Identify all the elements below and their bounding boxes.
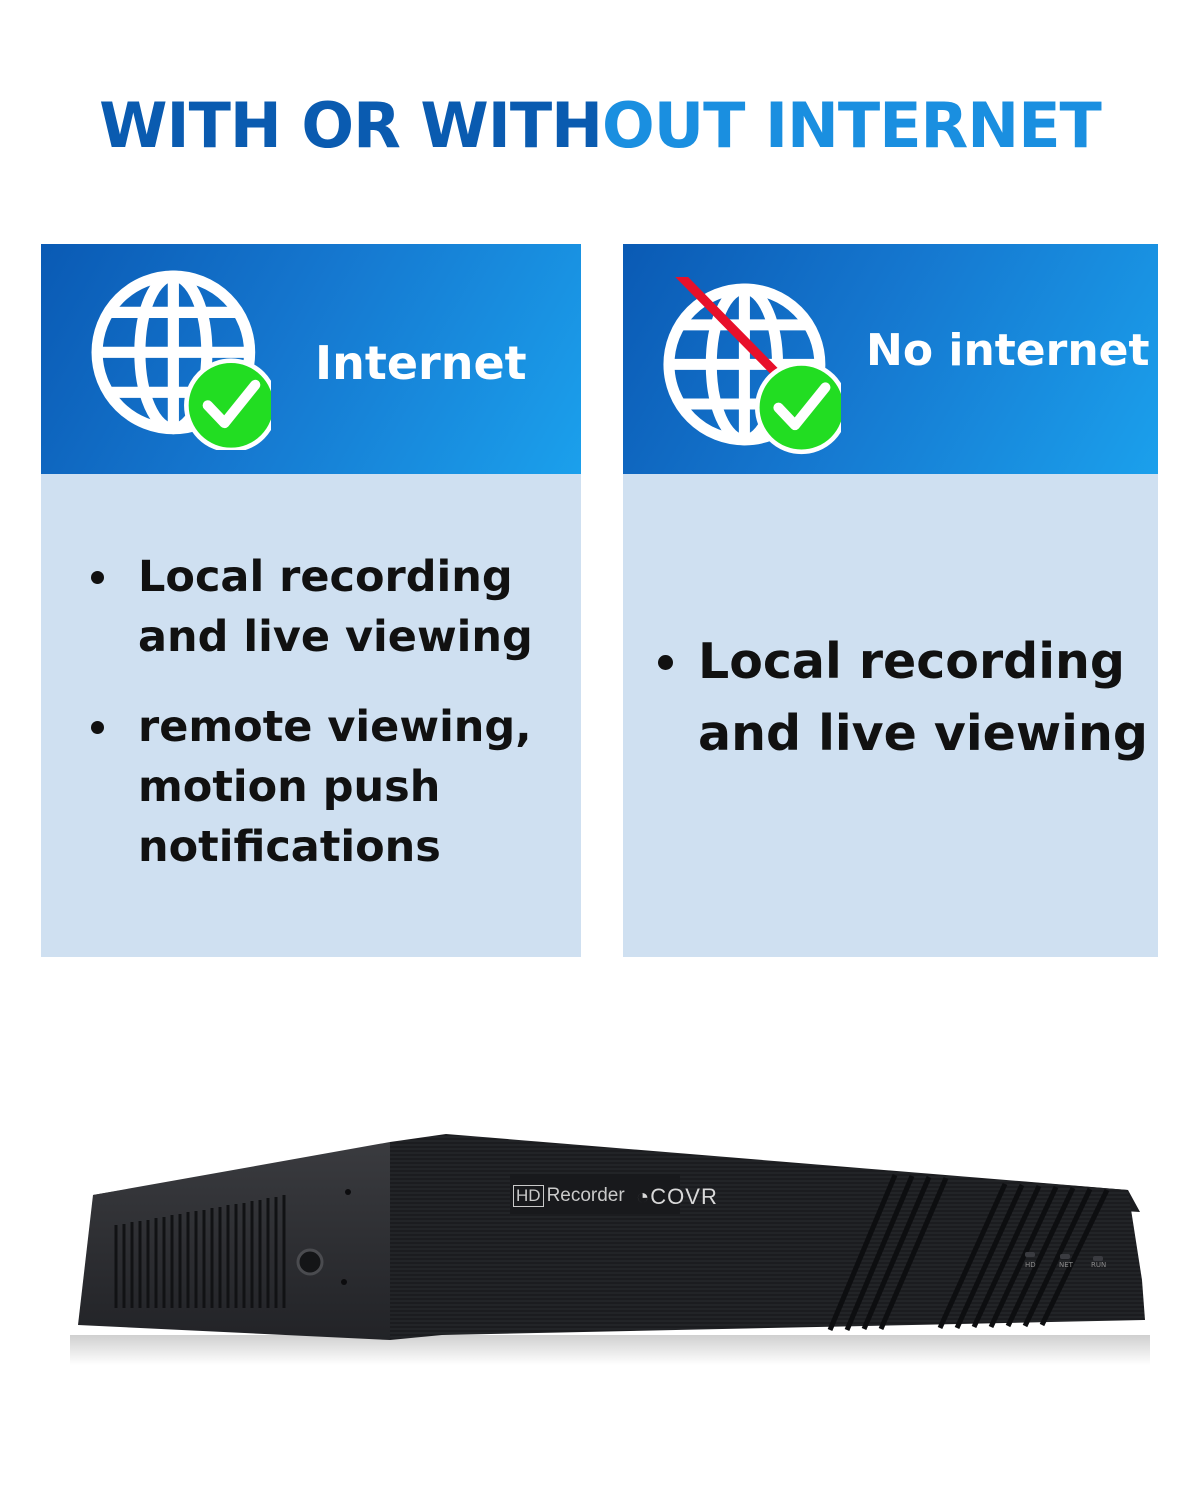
no-internet-feature-list: Local recording and live viewing	[658, 626, 1148, 770]
no-internet-label: No internet	[866, 325, 1150, 376]
globe-check-icon	[91, 270, 271, 450]
list-item: Local recording and live viewing	[91, 547, 568, 667]
bullet-icon	[658, 655, 673, 670]
headline: WITH OR WITHOUT INTERNET	[0, 88, 1200, 164]
internet-label: Internet	[315, 336, 527, 390]
led-label-hd: HD	[1025, 1261, 1036, 1269]
globe-crossed-check-icon	[663, 277, 841, 455]
feature-text: Local recording and live viewing	[138, 552, 533, 662]
bullet-icon	[91, 571, 104, 584]
bullet-icon	[91, 721, 104, 734]
no-internet-card-header: No internet	[623, 244, 1158, 474]
brand-logo: ◔COVR	[636, 1184, 718, 1209]
feature-text: Local recording and live viewing	[698, 633, 1148, 762]
list-item: remote viewing, motion push notification…	[91, 697, 568, 877]
internet-feature-list: Local recording and live viewing remote …	[91, 547, 568, 907]
internet-card-header: Internet	[41, 244, 581, 474]
feature-text: remote viewing, motion push notification…	[138, 702, 532, 872]
led-label-run: RUN	[1091, 1261, 1107, 1269]
nvr-device-drawing	[70, 1134, 1150, 1365]
headline-part-light: OUT INTERNET	[602, 89, 1102, 162]
brand-name: COVR	[650, 1184, 718, 1209]
internet-card: Internet Local recording and live viewin…	[41, 244, 581, 957]
recorder-label: Recorder	[546, 1185, 625, 1206]
no-internet-card: No internet Local recording and live vie…	[623, 244, 1158, 957]
led-label-net: NET	[1059, 1261, 1073, 1269]
headline-part-dark: WITH OR WITH	[99, 89, 603, 162]
list-item: Local recording and live viewing	[658, 626, 1148, 770]
hd-badge: HD	[513, 1185, 544, 1207]
